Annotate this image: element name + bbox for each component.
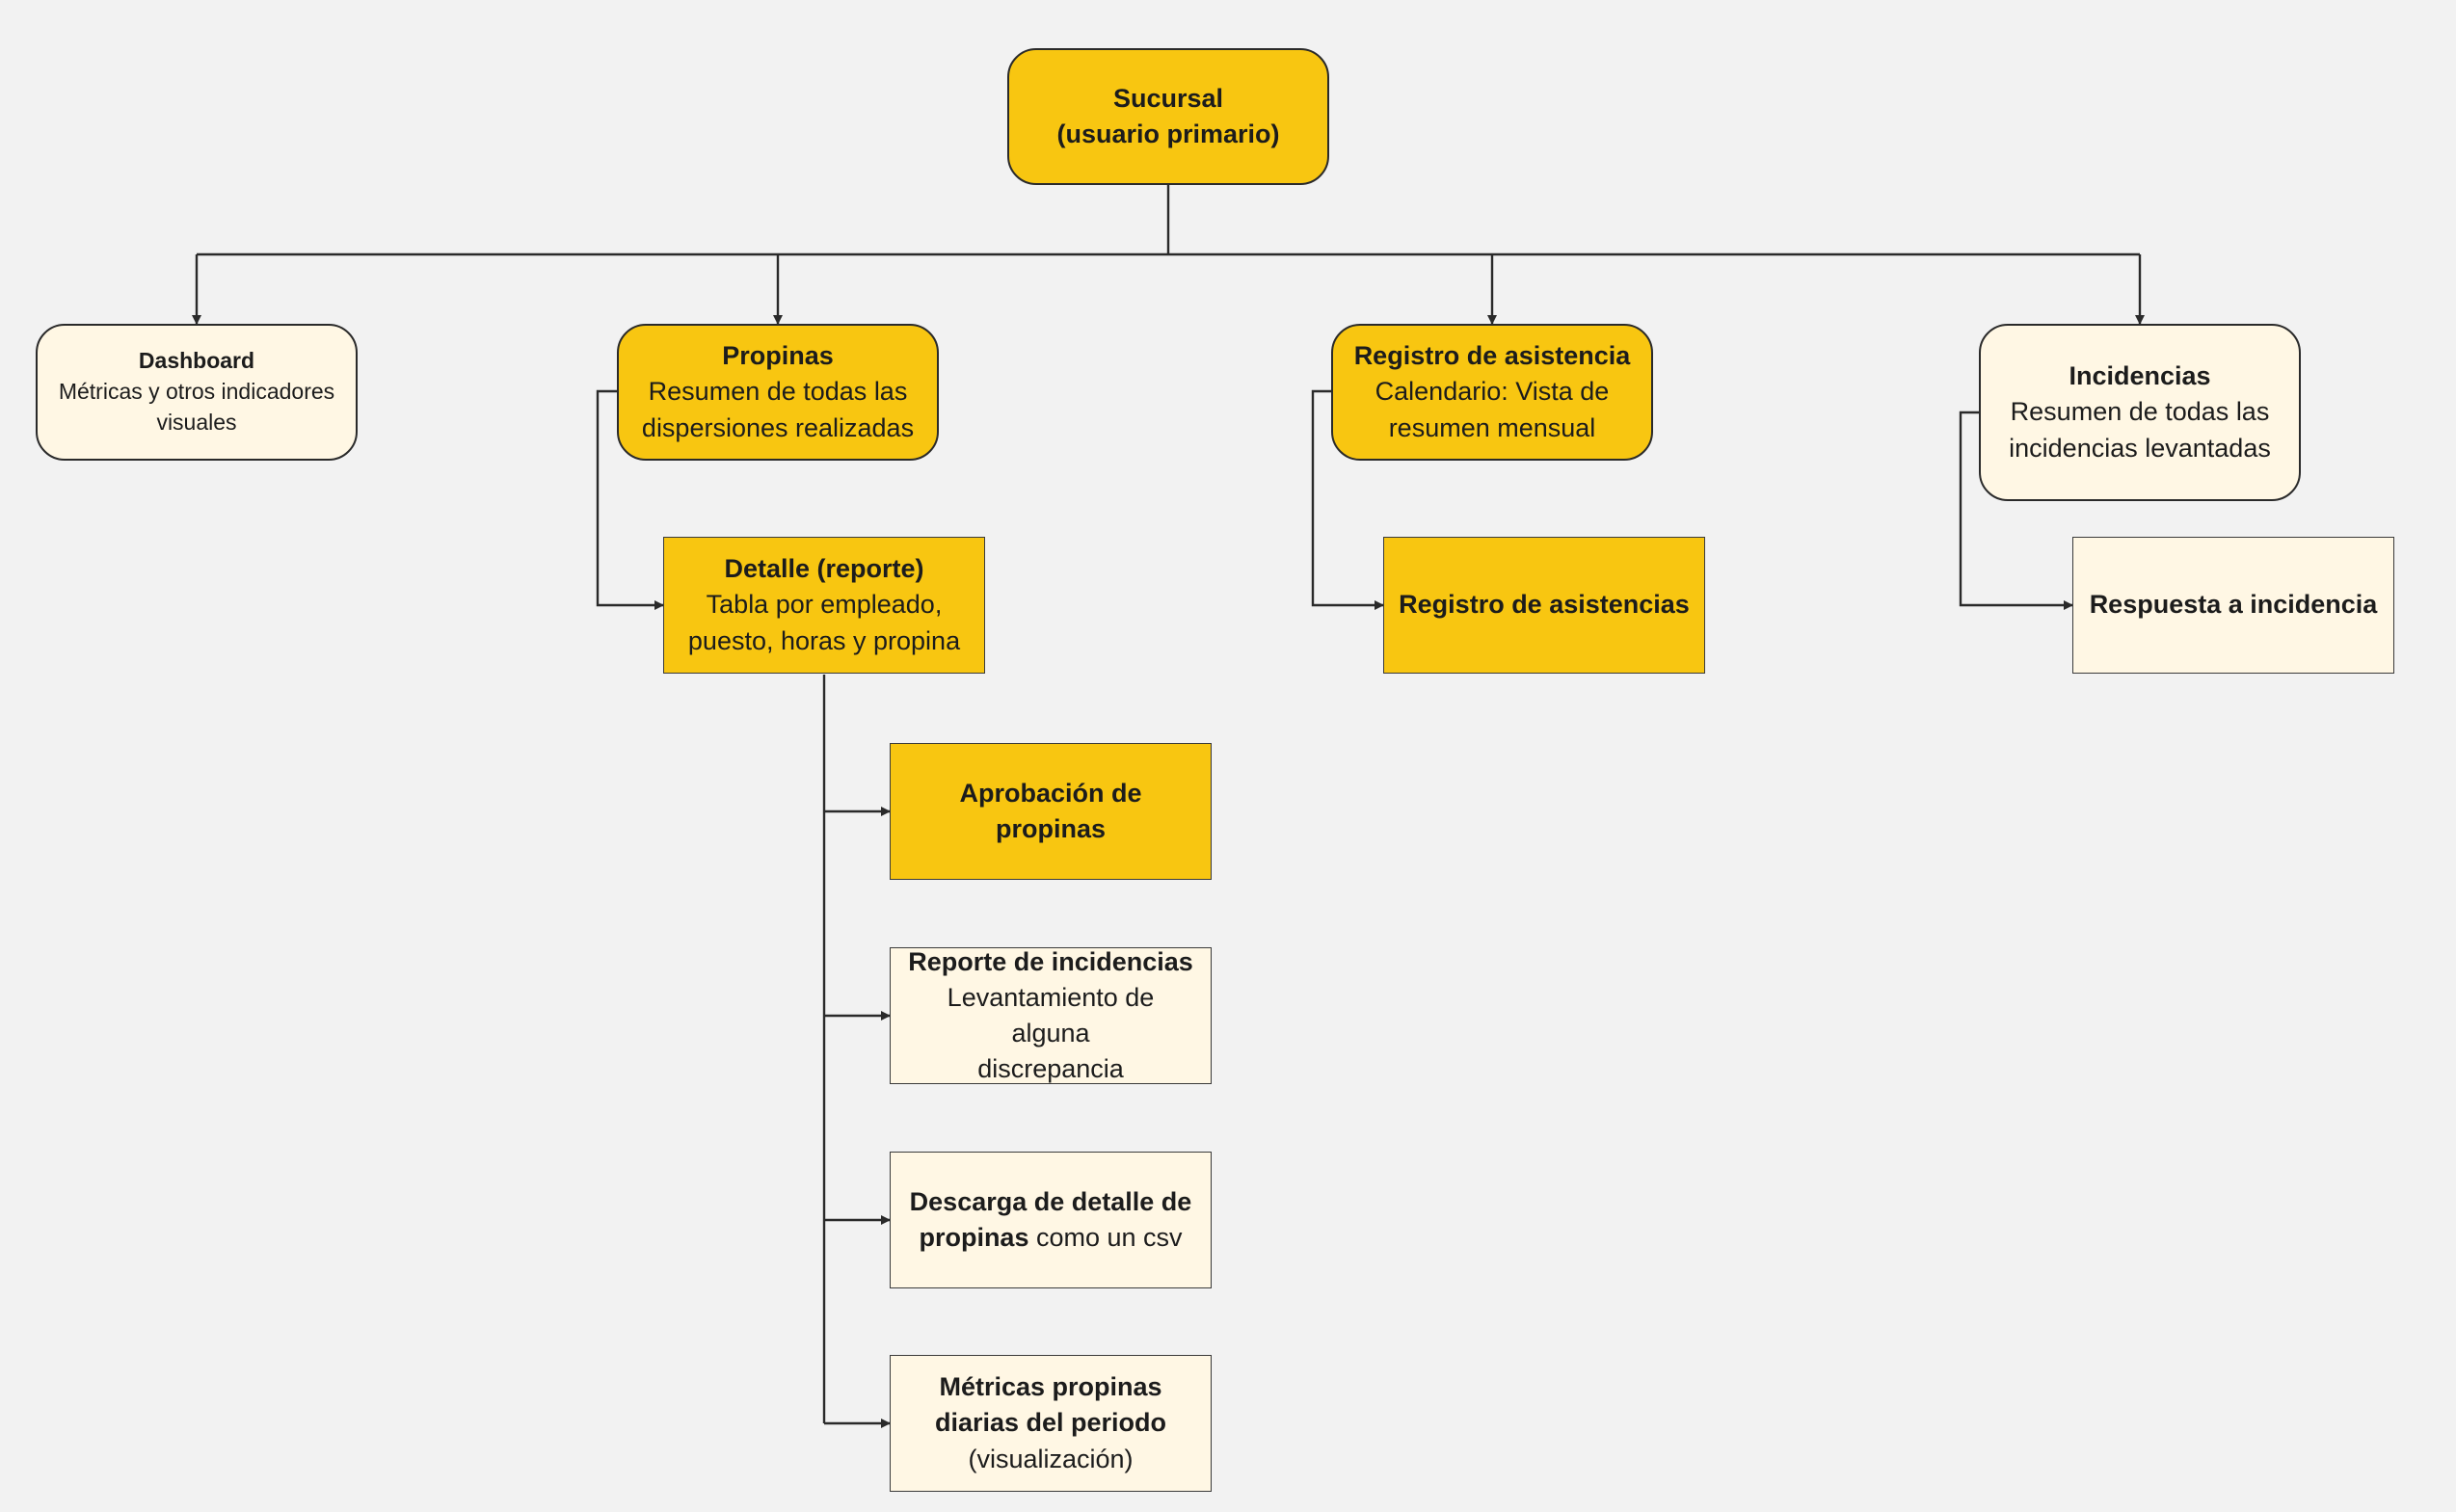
node-reporte-incidencias: Reporte de incidencias Levantamiento de … <box>890 947 1212 1084</box>
edge-incidencias-respuesta <box>1959 411 2073 610</box>
node-registro-asistencia-desc: Calendario: Vista de resumen mensual <box>1375 377 1610 442</box>
edge-propinas-detalle <box>596 389 664 610</box>
node-incidencias: Incidencias Resumen de todas las inciden… <box>1979 324 2301 501</box>
node-dashboard-title: Dashboard <box>138 348 255 374</box>
edge-registro-registros <box>1311 389 1384 610</box>
node-reporte-incidencias-desc: Levantamiento de alguna discrepancia <box>947 982 1155 1084</box>
node-metricas-title: Métricas propinas diarias del periodo <box>934 1372 1167 1438</box>
node-sucursal: Sucursal (usuario primario) <box>1007 48 1329 185</box>
node-registro-asistencias: Registro de asistencias <box>1383 537 1705 674</box>
node-descarga-title-bold: Descarga de detalle de propinas <box>909 1186 1192 1252</box>
node-aprobacion-title: Aprobación de propinas <box>959 778 1142 843</box>
node-reporte-incidencias-title: Reporte de incidencias <box>908 946 1193 976</box>
node-metricas-desc: (visualización) <box>968 1444 1134 1473</box>
node-descarga: Descarga de detalle de propinas como un … <box>890 1152 1212 1288</box>
node-dashboard: Dashboard Métricas y otros indicadores v… <box>36 324 358 461</box>
node-descarga-title-rest: como un csv <box>1028 1223 1183 1252</box>
node-respuesta-incidencia: Respuesta a incidencia <box>2072 537 2394 674</box>
node-registro-asistencias-title: Registro de asistencias <box>1399 590 1690 620</box>
node-detalle-title: Detalle (reporte) <box>724 554 924 584</box>
node-propinas-title: Propinas <box>722 341 834 371</box>
node-metricas: Métricas propinas diarias del periodo (v… <box>890 1355 1212 1492</box>
node-incidencias-title: Incidencias <box>2069 361 2211 391</box>
node-sucursal-title: Sucursal <box>1112 83 1224 113</box>
node-respuesta-incidencia-title: Respuesta a incidencia <box>2089 590 2378 620</box>
node-aprobacion: Aprobación de propinas <box>890 743 1212 880</box>
node-incidencias-desc: Resumen de todas las incidencias levanta… <box>2009 397 2271 463</box>
node-detalle: Detalle (reporte) Tabla por empleado, pu… <box>663 537 985 674</box>
node-sucursal-subtitle: (usuario primario) <box>1056 119 1280 148</box>
node-descarga-text: Descarga de detalle de propinas como un … <box>904 1184 1197 1257</box>
node-dashboard-desc: Métricas y otros indicadores visuales <box>58 379 335 435</box>
node-propinas-desc: Resumen de todas las dispersiones realiz… <box>641 377 915 442</box>
node-detalle-desc: Tabla por empleado, puesto, horas y prop… <box>687 590 961 655</box>
node-registro-asistencia: Registro de asistencia Calendario: Vista… <box>1331 324 1653 461</box>
node-propinas: Propinas Resumen de todas las dispersion… <box>617 324 939 461</box>
node-registro-asistencia-title: Registro de asistencia <box>1353 341 1631 371</box>
